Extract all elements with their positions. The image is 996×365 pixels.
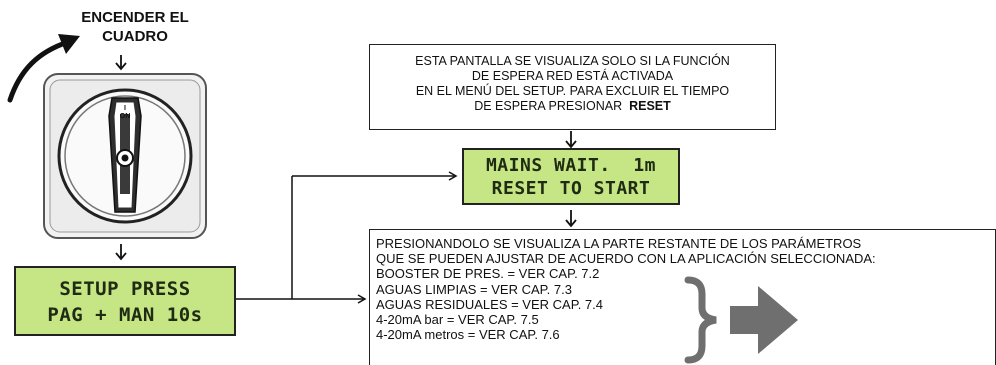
list-item: 4-20mA metros = VER CAP. 7.6 <box>376 327 560 343</box>
lcd-setup-display: SETUP PRESS PAG + MAN 10s <box>14 266 236 336</box>
brace-and-arrow <box>684 276 798 364</box>
switch-mark-bottom: ON <box>120 113 131 120</box>
list-item: 4-20mA bar = VER CAP. 7.5 <box>376 312 539 328</box>
power-on-line2: CUADRO <box>102 28 168 45</box>
rotary-switch-icon: I ON <box>43 73 207 239</box>
list-item: AGUAS LIMPIAS = VER CAP. 7.3 <box>376 281 572 297</box>
down-arrow-icon <box>565 210 577 228</box>
down-arrow-icon <box>115 55 127 71</box>
lcd-mains-display: MAINS WAIT. 1m RESET TO START <box>462 148 680 205</box>
curly-brace-icon <box>684 276 717 364</box>
list-item: AGUAS RESIDUALES = VER CAP. 7.4 <box>376 296 603 312</box>
note-box: ESTA PANTALLA SE VISUALIZA SOLO SI LA FU… <box>369 44 776 130</box>
rotate-arrow-icon <box>7 34 80 103</box>
lcd-setup-line1: SETUP PRESS <box>59 278 191 300</box>
lcd-mains-line2: RESET TO START <box>491 178 651 199</box>
lcd-mains-line1: MAINS WAIT. 1m <box>485 155 657 176</box>
down-arrow-icon <box>115 244 127 261</box>
info-box: PRESIONANDOLO SE VISUALIZA LA PARTE REST… <box>369 229 996 365</box>
big-right-arrow-icon <box>730 286 798 354</box>
power-on-label: ENCENDER EL CUADRO <box>40 8 230 46</box>
power-on-line1: ENCENDER EL <box>81 9 189 26</box>
note-line4-prefix: DE ESPERA PRESIONAR <box>474 99 623 113</box>
info-line1: PRESIONANDOLO SE VISUALIZA LA PARTE REST… <box>376 236 862 251</box>
branch-connector <box>235 171 458 304</box>
switch-mark-top: I <box>124 105 126 112</box>
note-line3: EN EL MENÚ DEL SETUP. PARA EXCLUIR EL TI… <box>415 84 730 98</box>
down-arrow-icon <box>565 131 577 149</box>
note-line2: DE ESPERA RED ESTÁ ACTIVADA <box>471 69 674 83</box>
note-line4-bold: RESET <box>629 99 671 113</box>
note-line4: DE ESPERA PRESIONAR RESET <box>370 99 775 114</box>
note-line1: ESTA PANTALLA SE VISUALIZA SOLO SI LA FU… <box>415 54 730 68</box>
info-line2: QUE SE PUEDEN AJUSTAR DE ACUERDO CON LA … <box>376 251 876 267</box>
list-item: BOOSTER DE PRES. = VER CAP. 7.2 <box>376 266 600 282</box>
lcd-setup-line2: PAG + MAN 10s <box>47 304 203 326</box>
